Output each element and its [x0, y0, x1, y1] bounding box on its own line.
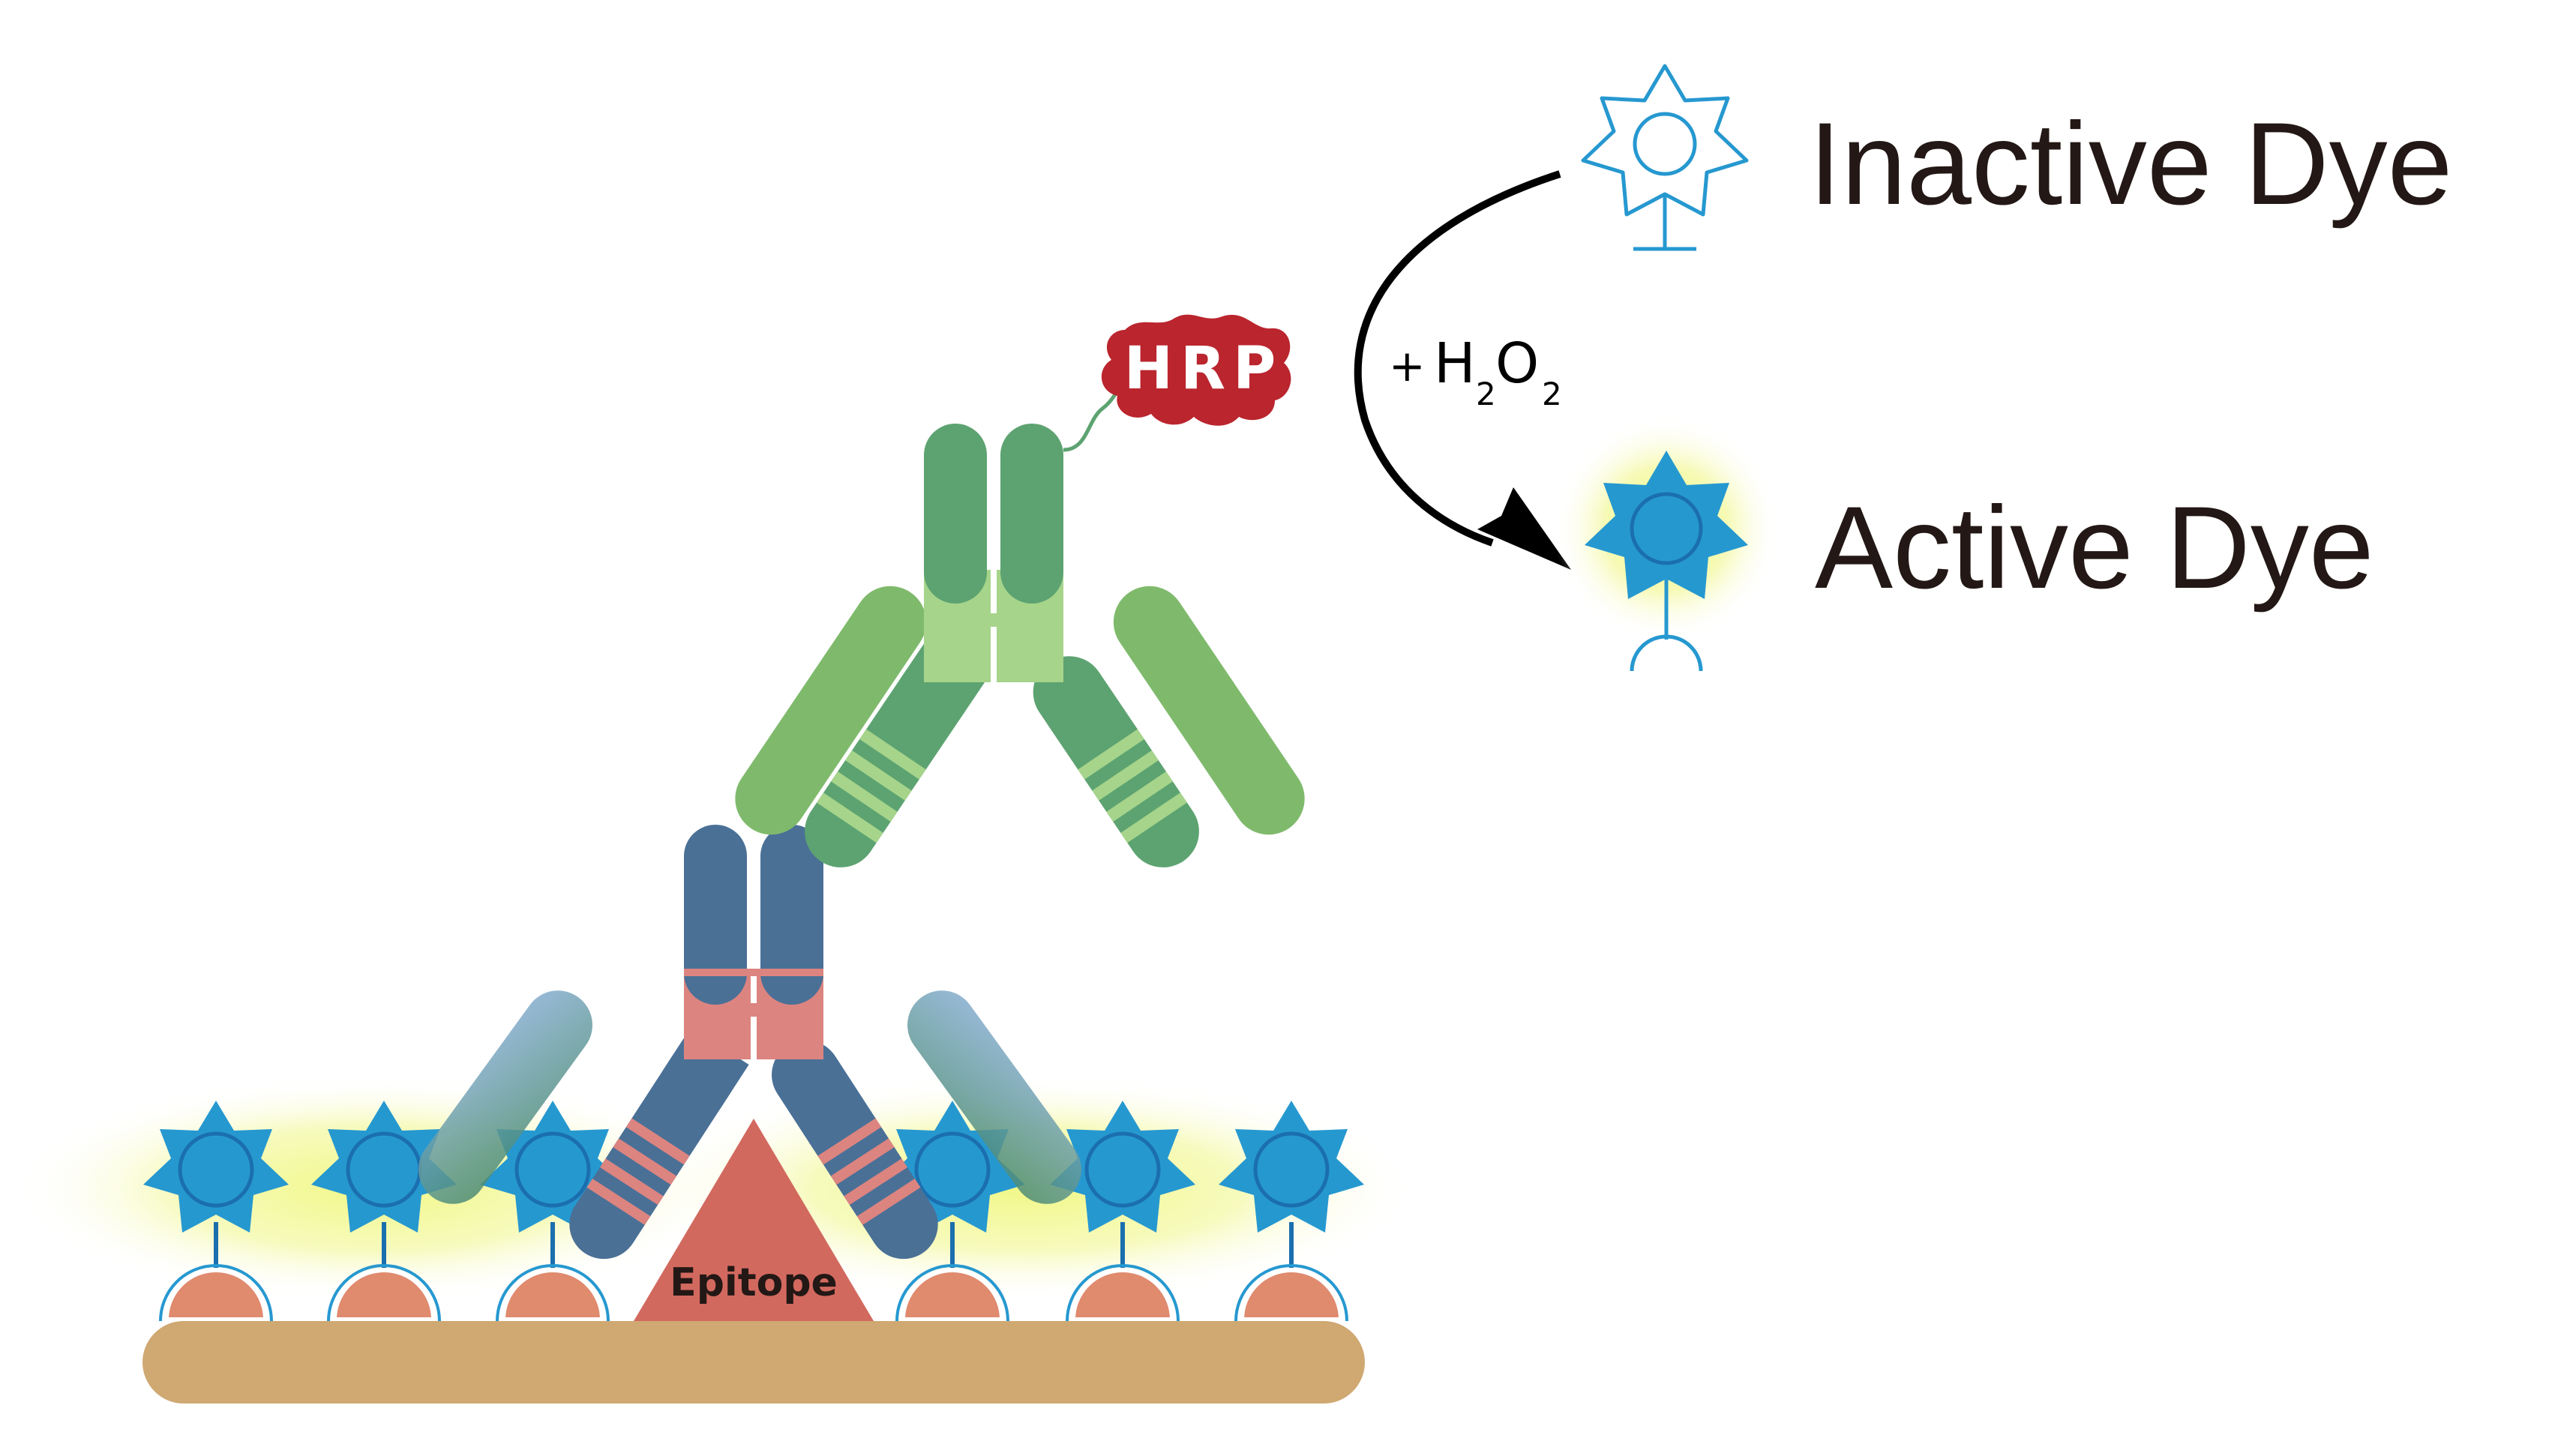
surface-dye-row-left	[143, 1101, 625, 1281]
active-dye-label: Active Dye	[1815, 483, 2374, 613]
star-filled-icon	[1585, 451, 1748, 672]
surface-dye	[1219, 1101, 1364, 1281]
reagent-plus: +	[1389, 340, 1426, 391]
reagent-o: O	[1495, 331, 1539, 396]
primary-antibody	[418, 825, 1081, 1260]
inactive-dye-label: Inactive Dye	[1809, 99, 2452, 229]
surface-anchor-outlines	[159, 1264, 1348, 1322]
surface-dye-row-right	[880, 1101, 1364, 1281]
reagent-sub2: 2	[1542, 376, 1562, 412]
epitope-label: Epitope	[670, 1260, 838, 1305]
reaction-arrow	[1354, 170, 1571, 570]
epitope	[634, 1119, 874, 1321]
solid-surface	[142, 1321, 1365, 1404]
hrp-label: HRP	[1124, 335, 1284, 403]
reagent-h: H	[1434, 331, 1476, 396]
reagent-sub1: 2	[1476, 376, 1496, 412]
surface-dye	[311, 1101, 457, 1281]
hrp-enzyme	[1101, 314, 1291, 426]
star-outline-icon	[1581, 64, 1749, 251]
reagent-label: + H 2 O 2	[1389, 331, 1562, 412]
surface-anchors	[163, 1268, 1344, 1322]
secondary-antibody	[735, 424, 1305, 867]
